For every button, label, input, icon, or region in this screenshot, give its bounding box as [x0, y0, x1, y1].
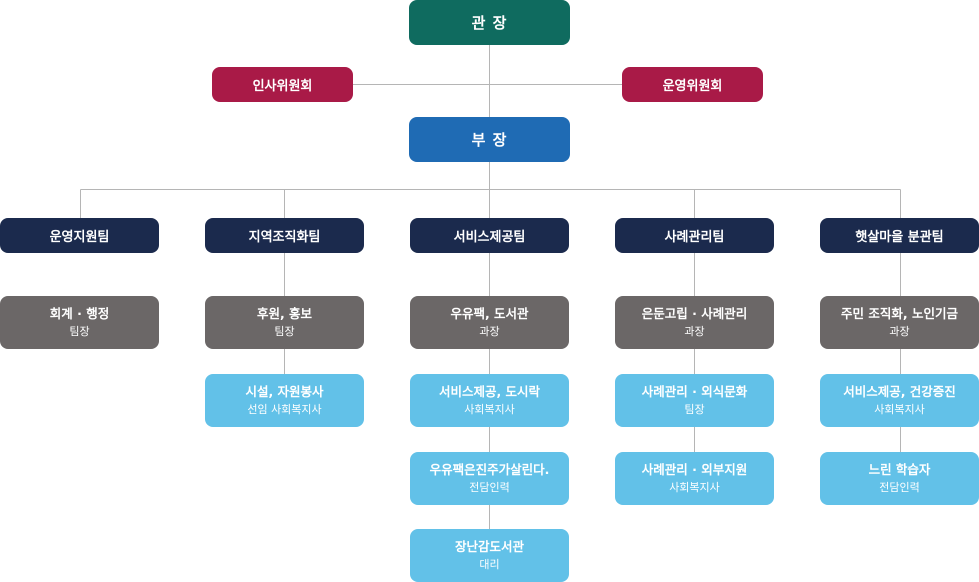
committee-operations-box: 운영위원회 [622, 67, 763, 102]
position-box: 사례관리 · 외부지원 사회복지사 [615, 452, 774, 505]
deputy-title: 부 장 [471, 131, 508, 149]
position-role: 과장 [684, 325, 705, 338]
position-title: 서비스제공, 도시락 [438, 384, 541, 399]
position-role: 팀장 [684, 403, 705, 416]
team-header-operations-support: 운영지원팀 [0, 218, 159, 253]
position-title: 우유팩은진주가살린다. [429, 462, 550, 477]
position-box: 시설, 자원봉사 선임 사회복지사 [205, 374, 364, 427]
position-title: 은둔고립 · 사례관리 [641, 306, 748, 321]
position-box: 장난감도서관 대리 [410, 529, 569, 582]
position-box: 회계 · 행정 팀장 [0, 296, 159, 349]
team-name: 서비스제공팀 [453, 230, 526, 245]
team-header-service-provision: 서비스제공팀 [410, 218, 569, 253]
director-box: 관 장 [409, 0, 570, 45]
position-role: 사회복지사 [464, 403, 515, 416]
position-role: 과장 [889, 325, 910, 338]
position-role: 전담인력 [879, 481, 920, 494]
director-title: 관 장 [471, 14, 508, 32]
position-role: 사회복지사 [874, 403, 925, 416]
position-box: 사례관리 · 외식문화 팀장 [615, 374, 774, 427]
position-title: 사례관리 · 외부지원 [641, 462, 748, 477]
deputy-box: 부 장 [409, 117, 570, 162]
position-title: 사례관리 · 외식문화 [641, 384, 748, 399]
position-title: 회계 · 행정 [49, 306, 110, 321]
committee-operations-title: 운영위원회 [662, 79, 723, 94]
team-name: 사례관리팀 [664, 230, 725, 245]
position-role: 대리 [479, 558, 500, 571]
position-role: 사회복지사 [669, 481, 720, 494]
position-box: 우유팩은진주가살린다. 전담인력 [410, 452, 569, 505]
team-header-case-management: 사례관리팀 [615, 218, 774, 253]
position-box: 서비스제공, 건강증진 사회복지사 [820, 374, 979, 427]
team-name: 운영지원팀 [49, 230, 110, 245]
position-box: 후원, 홍보 팀장 [205, 296, 364, 349]
position-box: 은둔고립 · 사례관리 과장 [615, 296, 774, 349]
position-role: 과장 [479, 325, 500, 338]
team-name: 지역조직화팀 [248, 230, 321, 245]
position-title: 서비스제공, 건강증진 [843, 384, 956, 399]
committee-personnel-box: 인사위원회 [212, 67, 353, 102]
position-box: 느린 학습자 전담인력 [820, 452, 979, 505]
position-role: 팀장 [274, 325, 295, 338]
position-box: 서비스제공, 도시락 사회복지사 [410, 374, 569, 427]
team-header-community-organizing: 지역조직화팀 [205, 218, 364, 253]
team-header-branch: 햇살마을 분관팀 [820, 218, 979, 253]
team-name: 햇살마을 분관팀 [855, 230, 944, 245]
position-role: 전담인력 [469, 481, 510, 494]
position-box: 우유팩, 도서관 과장 [410, 296, 569, 349]
position-title: 시설, 자원봉사 [245, 384, 324, 399]
position-title: 느린 학습자 [868, 462, 931, 477]
position-role: 팀장 [69, 325, 90, 338]
position-title: 장난감도서관 [454, 539, 524, 554]
position-role: 선임 사회복지사 [247, 403, 322, 416]
position-box: 주민 조직화, 노인기금 과장 [820, 296, 979, 349]
committee-personnel-title: 인사위원회 [252, 79, 313, 94]
position-title: 후원, 홍보 [256, 306, 313, 321]
position-title: 우유팩, 도서관 [450, 306, 529, 321]
position-title: 주민 조직화, 노인기금 [841, 306, 958, 321]
